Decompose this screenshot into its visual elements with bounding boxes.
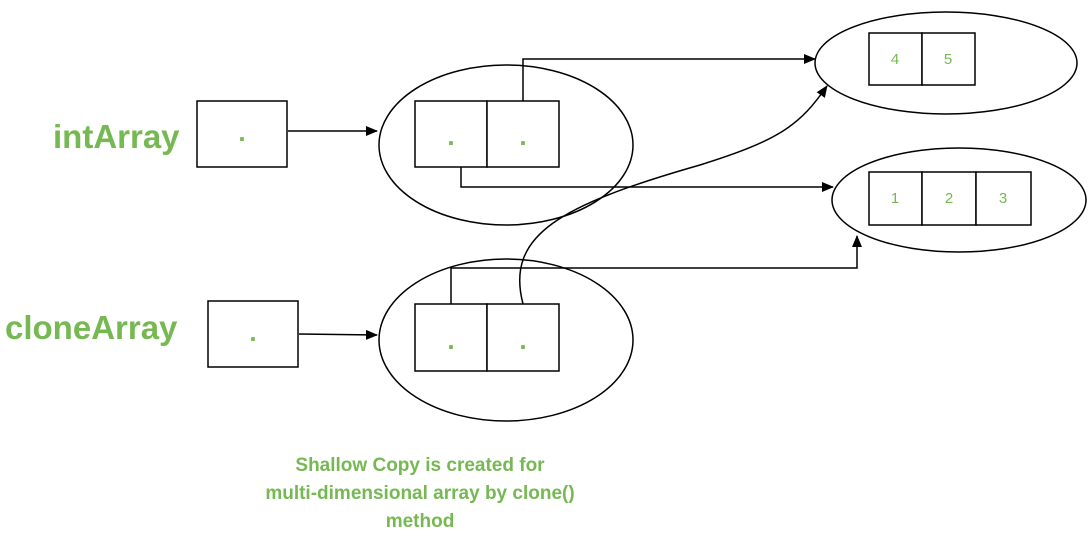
caption: Shallow Copy is created for multi-dimens… — [210, 452, 630, 536]
arrow-clone-slot-0-to-inner-bottom — [450, 235, 862, 304]
int-array-reference-box: . — [196, 100, 288, 168]
inner-bottom-cell-1: 2 — [945, 190, 953, 207]
clone-array-reference-box: . — [207, 300, 299, 368]
inner-bottom-cell-2: 3 — [999, 190, 1007, 207]
int-array-outer-ellipse: . . — [378, 64, 634, 226]
clone-array-slot-0-dot: . — [447, 325, 454, 355]
inner-array-top-ellipse: 4 5 — [814, 11, 1078, 115]
caption-line-1: Shallow Copy is created for — [295, 455, 545, 476]
clone-array-slot-1-dot: . — [519, 325, 526, 355]
arrow-clone-array-to-outer — [298, 329, 378, 340]
clone-array-outer-ellipse: . . — [378, 258, 634, 422]
arrow-int-slot-1-to-inner-top — [522, 54, 816, 101]
arrow-int-slot-0-to-inner-bottom — [460, 167, 834, 192]
clone-array-reference-dot: . — [249, 317, 256, 347]
inner-bottom-cell-0: 1 — [891, 190, 899, 207]
arrow-clone-slot-1-to-inner-top — [518, 85, 828, 305]
clone-array-label: cloneArray — [5, 309, 178, 346]
caption-line-3: method — [385, 511, 455, 532]
inner-top-cell-0: 4 — [891, 51, 899, 68]
int-array-slot-0-dot: . — [447, 121, 454, 151]
caption-line-2: multi-dimensional array by clone() — [265, 483, 575, 504]
int-array-label: intArray — [53, 118, 180, 155]
inner-array-bottom-ellipse: 1 2 3 — [831, 147, 1087, 253]
int-array-reference-dot: . — [238, 117, 245, 147]
inner-top-cell-1: 5 — [944, 51, 952, 68]
int-array-slot-1-dot: . — [519, 121, 526, 151]
